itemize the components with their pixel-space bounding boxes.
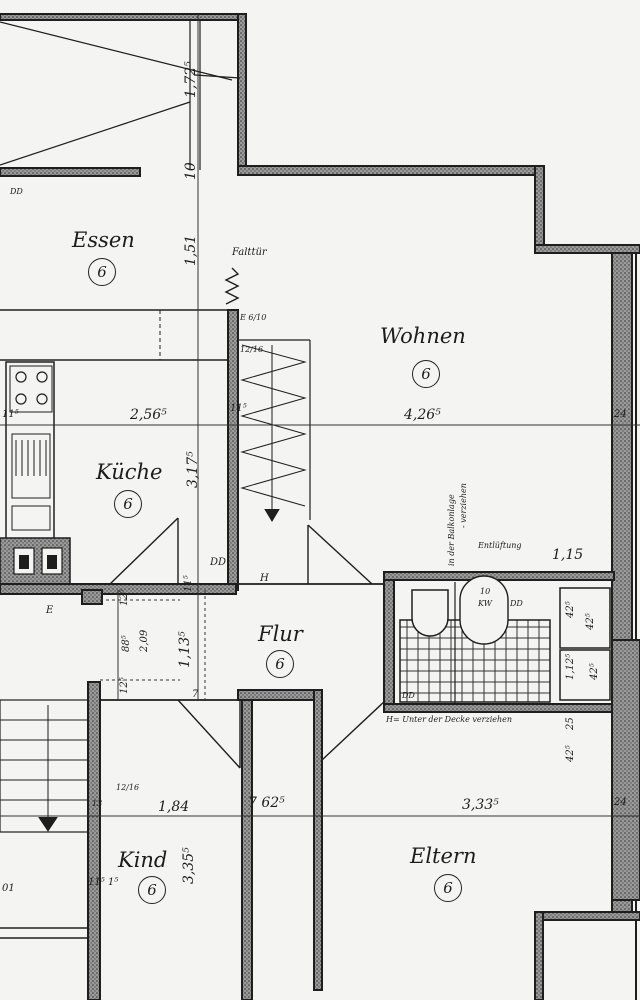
dim-bath-425-a: 42⁵ [565, 601, 576, 618]
dim-stair-1216-bottom: 12/16 [116, 783, 140, 792]
room-label-essen: Essen [72, 228, 135, 252]
dim-flur-125-bottom: 12⁵ [119, 677, 130, 694]
annotation-verziehen: - verziehen [459, 483, 468, 528]
dim-wall-11: 11⁵ [2, 409, 19, 420]
dim-right-24: 24 [614, 409, 627, 420]
annotation-dd-top: DD [10, 187, 23, 196]
dim-bath-425-c: 42⁵ [589, 663, 600, 680]
dim-flur-209: 2,09 [139, 629, 150, 652]
annotation-kw: KW [478, 599, 492, 608]
room-label-flur: Flur [258, 622, 303, 646]
dim-e610: E 6/10 [240, 313, 267, 322]
dim-bath-25: 25 [565, 717, 576, 730]
dim-flur-125-top: 12⁵ [119, 589, 130, 606]
room-label-eltern: Eltern [410, 844, 477, 868]
annotation-h-marker: H [260, 573, 269, 584]
annotation-falttuer: Falttür [232, 247, 267, 258]
dim-eltern-width: 3,33⁵ [462, 797, 499, 813]
dim-bath-425-d: 42⁵ [565, 745, 576, 762]
balcony-door-lines [0, 20, 241, 170]
dim-top-height: 1,72⁵ [183, 61, 199, 98]
dim-top-10: 10 [183, 162, 199, 180]
dim-bath-425-b: 42⁵ [585, 613, 596, 630]
dim-kueche-height: 3,17⁵ [185, 451, 201, 488]
room-number-flur: 6 [266, 650, 294, 678]
dim-essen-height: 1,51 [183, 234, 199, 266]
annotation-dd-bath2: DD [402, 691, 415, 700]
room-label-kueche: Küche [96, 460, 163, 484]
dim-kueche-width: 2,56⁵ [130, 407, 167, 423]
dim-wall-11-left: 11⁵ [230, 403, 247, 414]
dim-kind-115: 11⁵ 1⁵ [88, 877, 119, 888]
annotation-kw-num: 10 [480, 587, 491, 596]
dim-flur-1135: 1,13⁵ [177, 631, 193, 668]
annotation-balkonlage: in der Balkonlage [447, 494, 456, 566]
dim-wohnen-width: 4,26⁵ [404, 407, 441, 423]
dim-stair-13: 13 [92, 799, 103, 808]
room-number-essen: 6 [88, 258, 116, 286]
dim-stair-1216-top: 12/16 [240, 345, 264, 354]
room-label-wohnen: Wohnen [380, 324, 466, 348]
dim-wall-115-flur: 11⁵ [183, 575, 194, 592]
dim-wall-625: 7 62⁵ [248, 795, 285, 811]
dim-left-01: 01 [2, 883, 15, 894]
room-number-wohnen: 6 [412, 360, 440, 388]
dim-bath-115: 1,15 [552, 547, 584, 563]
annotation-dd-kitchen: DD [210, 557, 227, 568]
annotation-entlueftung: Entlüftung [478, 541, 522, 550]
dim-right-24b: 24 [614, 797, 627, 808]
interior-walls [0, 267, 640, 1000]
room-number-kind: 6 [138, 876, 166, 904]
dim-flur-885: 88⁵ [121, 635, 132, 652]
dim-kind-height: 3,35⁵ [181, 847, 197, 884]
annotation-dd-bath: DD [510, 599, 523, 608]
dim-bath-1125: 1,12⁵ [565, 653, 576, 680]
room-number-kueche: 6 [114, 490, 142, 518]
room-label-kind: Kind [118, 848, 168, 872]
dimension-lines [0, 14, 640, 817]
dim-wall-7: 7 [192, 689, 199, 700]
annotation-e-marker: E [46, 605, 54, 616]
dim-kind-width: 1,84 [158, 799, 190, 815]
room-number-eltern: 6 [434, 874, 462, 902]
annotation-h-note: H= Unter der Decke verziehen [386, 715, 513, 724]
